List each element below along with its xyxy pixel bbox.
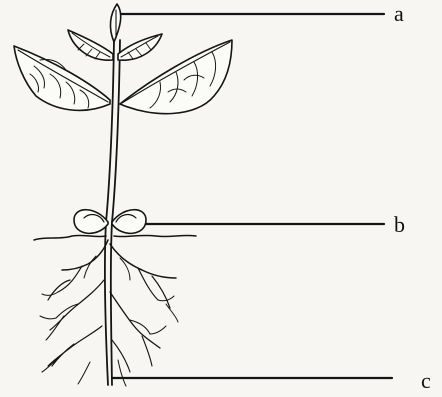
soil-line <box>34 235 196 240</box>
root-system <box>40 240 178 386</box>
shoot-tip <box>110 4 120 42</box>
label-a: a <box>394 1 404 26</box>
young-leaf-right <box>118 34 162 60</box>
stem <box>105 40 120 385</box>
label-b: b <box>394 212 405 237</box>
label-c: c <box>421 368 431 393</box>
young-leaf-left <box>68 30 113 60</box>
cotyledons <box>74 210 146 234</box>
